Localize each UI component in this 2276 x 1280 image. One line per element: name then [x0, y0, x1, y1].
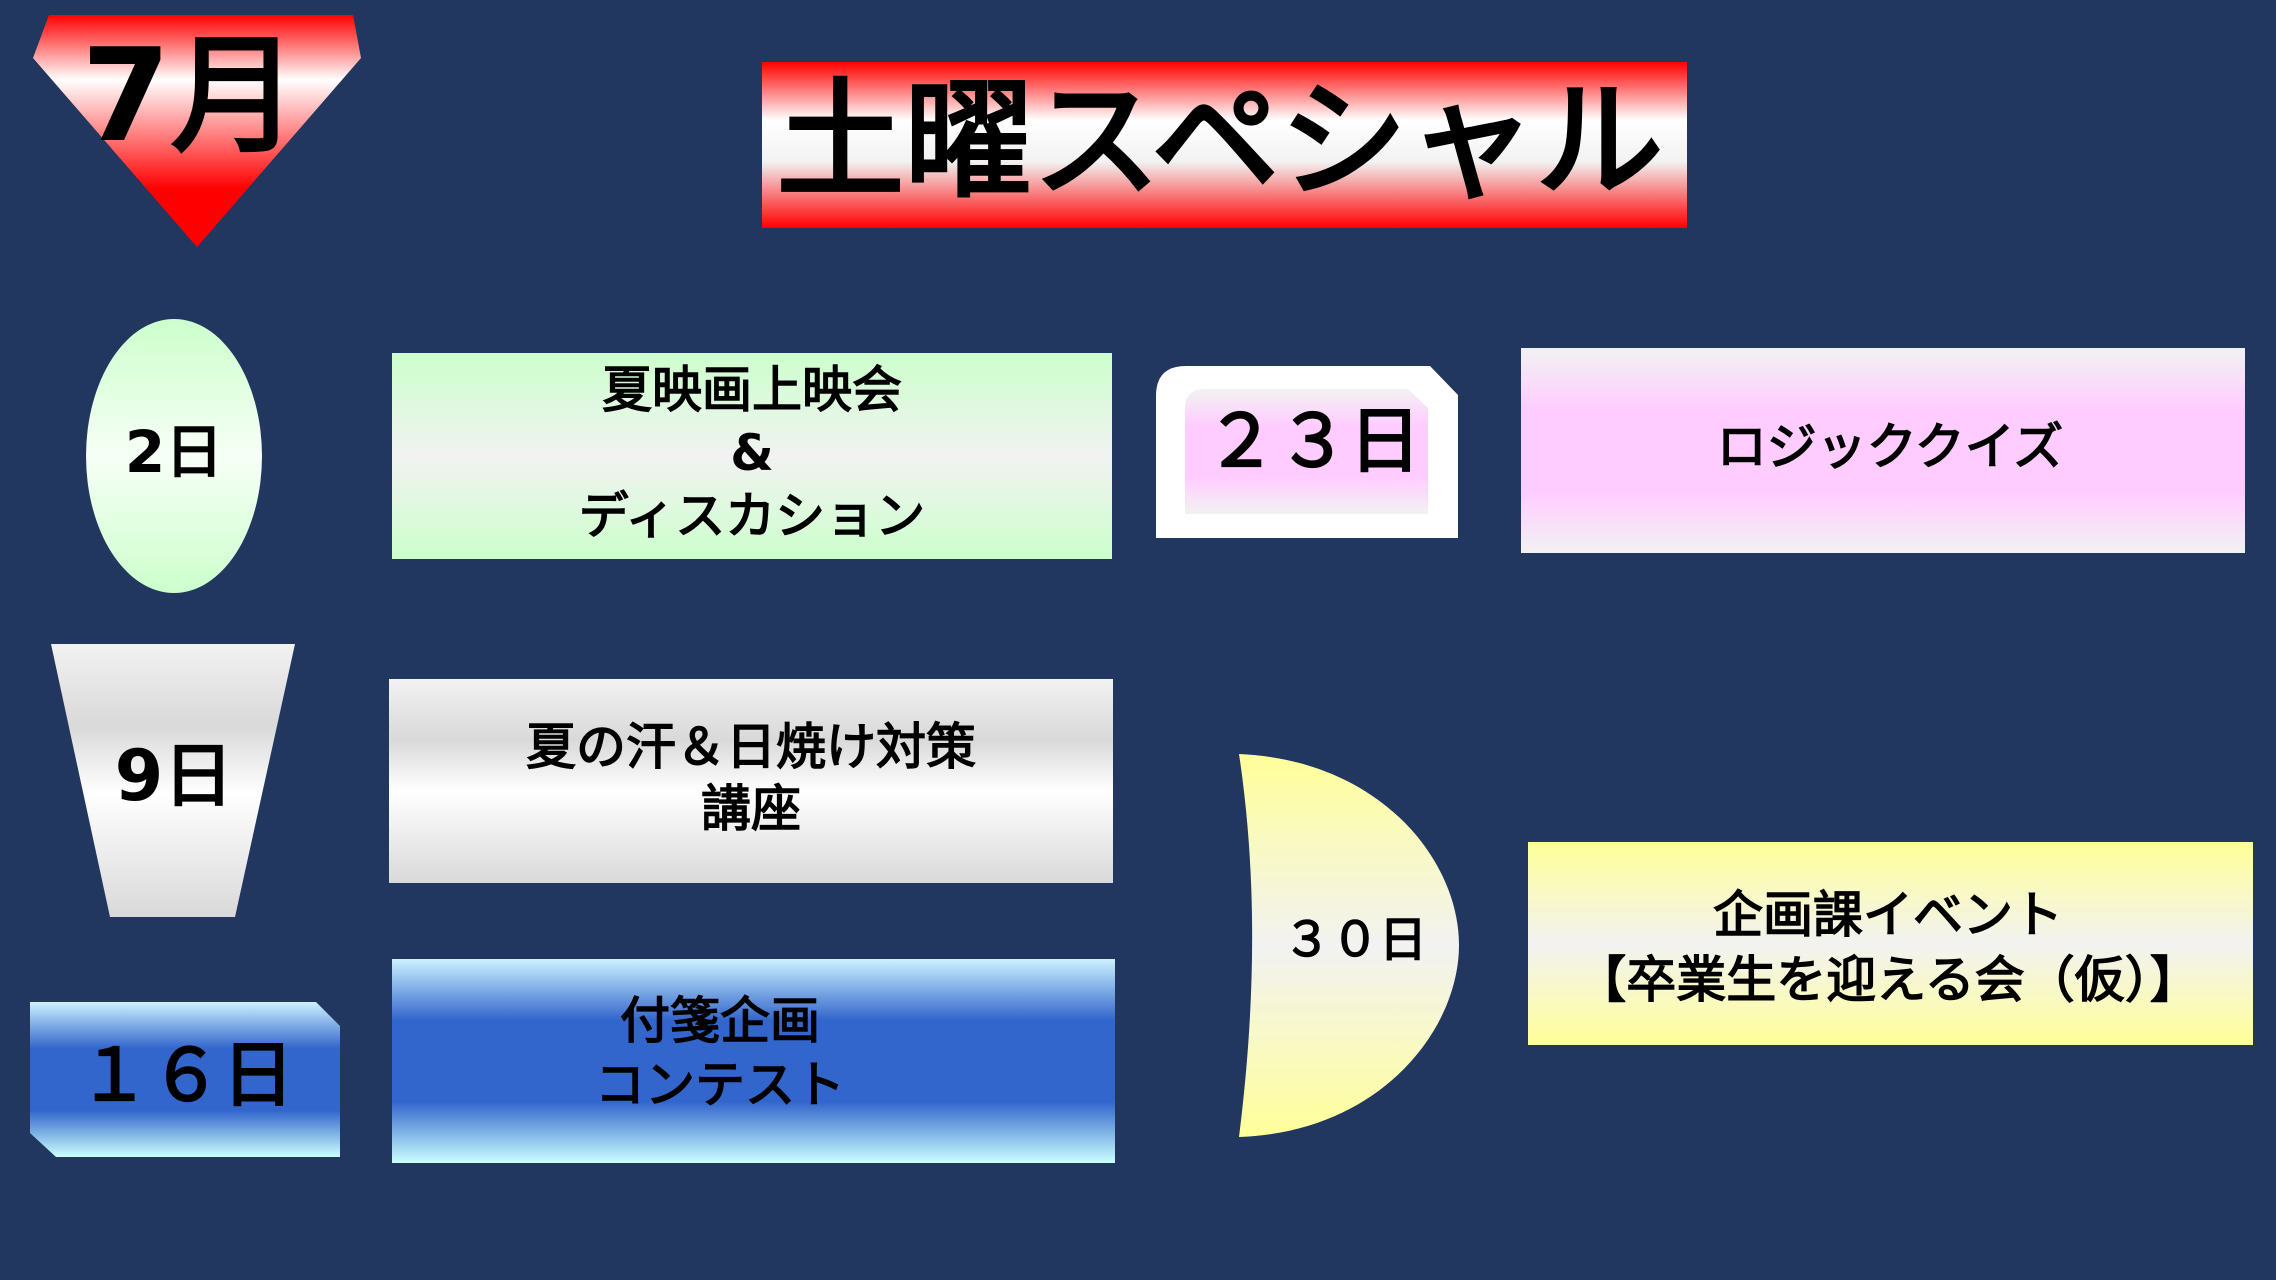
date-label: 2日 — [125, 418, 223, 486]
date-label: 9日 — [115, 735, 234, 817]
event-box-2 — [392, 353, 1112, 559]
date-badge-23 — [1185, 389, 1428, 514]
title-banner: 土曜スペシャル — [762, 62, 1687, 228]
page-title: 土曜スペシャル — [776, 67, 1663, 216]
month-badge-shape — [33, 15, 361, 247]
event-line: 講座 — [701, 780, 801, 838]
event-line: 企画課イベント — [1713, 886, 2063, 944]
month-badge: 7月 — [33, 15, 361, 247]
date-badge-9 — [51, 644, 295, 917]
event-9: 9日 夏の汗＆日焼け対策 講座 — [51, 644, 1113, 917]
date-badge-16 — [30, 1002, 340, 1157]
event-line: 付箋企画 — [620, 992, 820, 1050]
date-label: ２３日 — [1205, 399, 1421, 483]
month-label: 7月 — [81, 22, 298, 171]
event-16: １６日 付箋企画 コンテスト — [30, 959, 1115, 1163]
event-box-16 — [392, 959, 1115, 1163]
date-label: ３０日 — [1283, 912, 1427, 968]
event-line: 【卒業生を迎える会（仮）】 — [1576, 951, 2200, 1009]
event-line: 夏の汗＆日焼け対策 — [526, 718, 976, 776]
date-badge-30 — [1239, 754, 1459, 1137]
event-box-9 — [389, 679, 1113, 883]
event-box-30 — [1528, 842, 2253, 1045]
event-line: 夏映画上映会 — [602, 361, 902, 419]
event-23: ２３日 ロジッククイズ — [1156, 348, 2245, 553]
event-line: ディスカション — [579, 487, 926, 545]
event-line: & — [730, 424, 774, 482]
event-line: ロジッククイズ — [1717, 418, 2064, 476]
event-2: 2日 夏映画上映会 & ディスカション — [86, 319, 1112, 593]
title-banner-shape — [762, 62, 1687, 228]
event-box-23 — [1521, 348, 2245, 553]
date-label: １６日 — [78, 1033, 294, 1117]
event-line: コンテスト — [595, 1056, 845, 1114]
event-30: ３０日 企画課イベント 【卒業生を迎える会（仮）】 — [1239, 754, 2253, 1137]
date-badge-2 — [86, 319, 262, 593]
